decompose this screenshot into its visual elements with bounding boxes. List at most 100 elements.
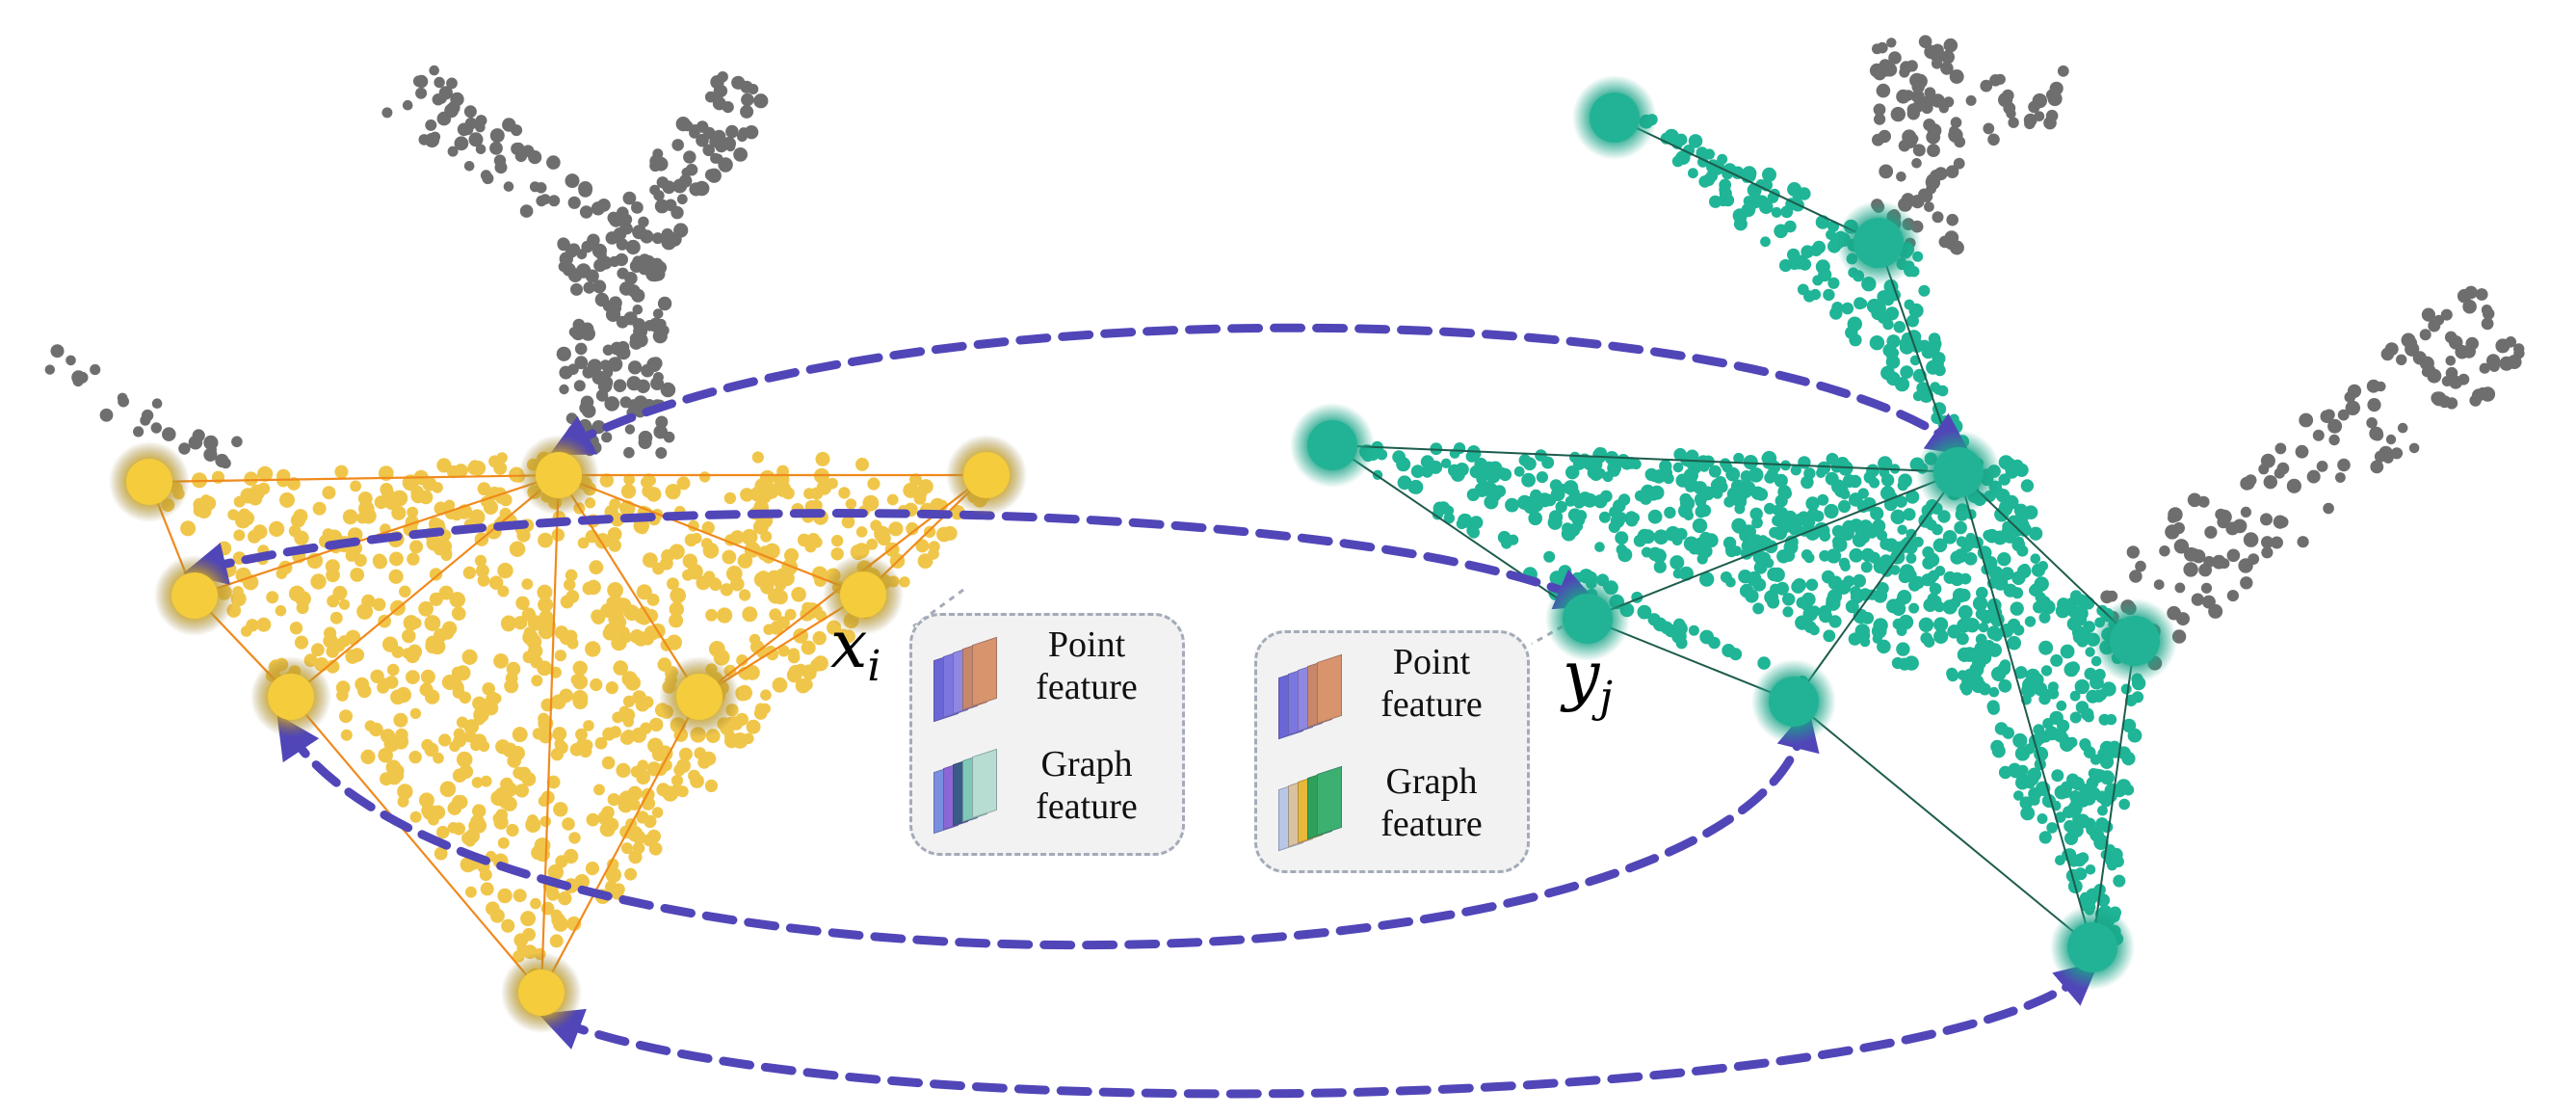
gray-point — [581, 322, 594, 335]
source-point — [801, 640, 816, 655]
gray-point — [2440, 308, 2453, 321]
source-point — [269, 520, 285, 538]
source-point — [590, 678, 603, 692]
gray-point — [2433, 314, 2445, 326]
source-point — [616, 762, 631, 779]
source-point — [180, 520, 197, 537]
gray-point — [1890, 106, 1906, 122]
gray-point — [2006, 108, 2016, 120]
target-point — [1906, 314, 1919, 328]
source-point — [471, 777, 484, 788]
gray-point — [2023, 113, 2037, 127]
source-point — [923, 525, 936, 539]
source-point — [741, 528, 758, 545]
gray-point — [2507, 355, 2522, 369]
correspondence-arrow — [276, 706, 1820, 950]
gray-point — [475, 144, 486, 155]
source-point — [326, 645, 340, 658]
source-point — [240, 511, 255, 526]
source-point — [753, 706, 768, 720]
source-point — [690, 774, 704, 788]
source-point — [470, 461, 486, 476]
gray-point — [493, 154, 507, 167]
gray-point — [631, 201, 644, 214]
target-keypoint — [1563, 594, 1613, 644]
target-point — [1897, 524, 1907, 535]
target-point — [2090, 768, 2105, 784]
target-point — [1562, 522, 1573, 535]
gray-point — [615, 252, 628, 267]
target-point — [2024, 616, 2037, 627]
source-point — [577, 537, 590, 549]
gray-point — [2464, 285, 2478, 300]
source-keypoints — [109, 435, 1027, 1033]
gray-point — [605, 231, 619, 245]
target-point — [1954, 520, 1967, 535]
target-point — [1918, 284, 1931, 297]
gray-point — [2240, 476, 2254, 491]
gray-point — [627, 360, 643, 375]
gray-point — [748, 84, 759, 94]
target-point — [1647, 490, 1660, 501]
gray-point — [725, 124, 739, 139]
target-point — [1699, 571, 1715, 587]
gray-point — [568, 327, 580, 337]
target-point — [1754, 488, 1769, 501]
gray-point — [578, 181, 593, 196]
target-point — [1498, 467, 1512, 482]
target-point — [1653, 560, 1667, 573]
source-point — [682, 569, 694, 581]
source-point — [512, 727, 528, 743]
target-point — [2040, 599, 2056, 615]
target-point — [1518, 454, 1532, 466]
source-point — [537, 660, 553, 677]
source-point — [522, 629, 539, 646]
source-point — [322, 486, 336, 500]
source-point — [773, 590, 788, 605]
source-point — [601, 756, 616, 770]
source-point — [290, 513, 305, 528]
source-point — [338, 635, 351, 648]
target-keypoint — [1769, 677, 1819, 727]
source-point — [408, 750, 422, 764]
gray-point — [503, 181, 514, 192]
target-point — [1831, 302, 1844, 313]
target-point — [1575, 510, 1588, 521]
target-point — [1818, 268, 1832, 282]
target-point — [1832, 537, 1848, 552]
gray-point — [447, 146, 459, 157]
target-point — [1755, 179, 1767, 190]
target-point — [1931, 595, 1942, 607]
target-point — [1678, 473, 1693, 488]
gray-point — [565, 412, 578, 425]
source-point — [936, 526, 952, 543]
gray-point — [231, 436, 243, 448]
gray-point — [2232, 518, 2247, 534]
gray-point — [652, 148, 664, 160]
gray-point — [1888, 51, 1902, 65]
gray-point — [1932, 57, 1942, 67]
gray-point — [2370, 460, 2384, 474]
target-point — [1972, 596, 1988, 611]
source-point — [759, 469, 775, 486]
source-point — [439, 781, 457, 798]
source-point — [611, 634, 627, 651]
gray-point — [562, 262, 576, 277]
target-point — [1928, 570, 1940, 582]
gray-point — [2212, 554, 2226, 570]
target-point — [1615, 531, 1629, 545]
target-point — [1774, 473, 1788, 488]
target-point — [1809, 624, 1820, 636]
source-point — [620, 842, 633, 855]
target-point — [1742, 524, 1756, 540]
target-point — [2073, 605, 2089, 622]
gray-point — [2372, 429, 2384, 441]
gray-point — [622, 191, 637, 205]
target-point — [1906, 490, 1920, 504]
source-point — [554, 650, 567, 662]
target-point — [2055, 855, 2065, 865]
target-point — [2051, 769, 2064, 783]
target-point — [2029, 795, 2040, 806]
target-point — [1467, 526, 1480, 539]
target-point — [1528, 511, 1542, 526]
